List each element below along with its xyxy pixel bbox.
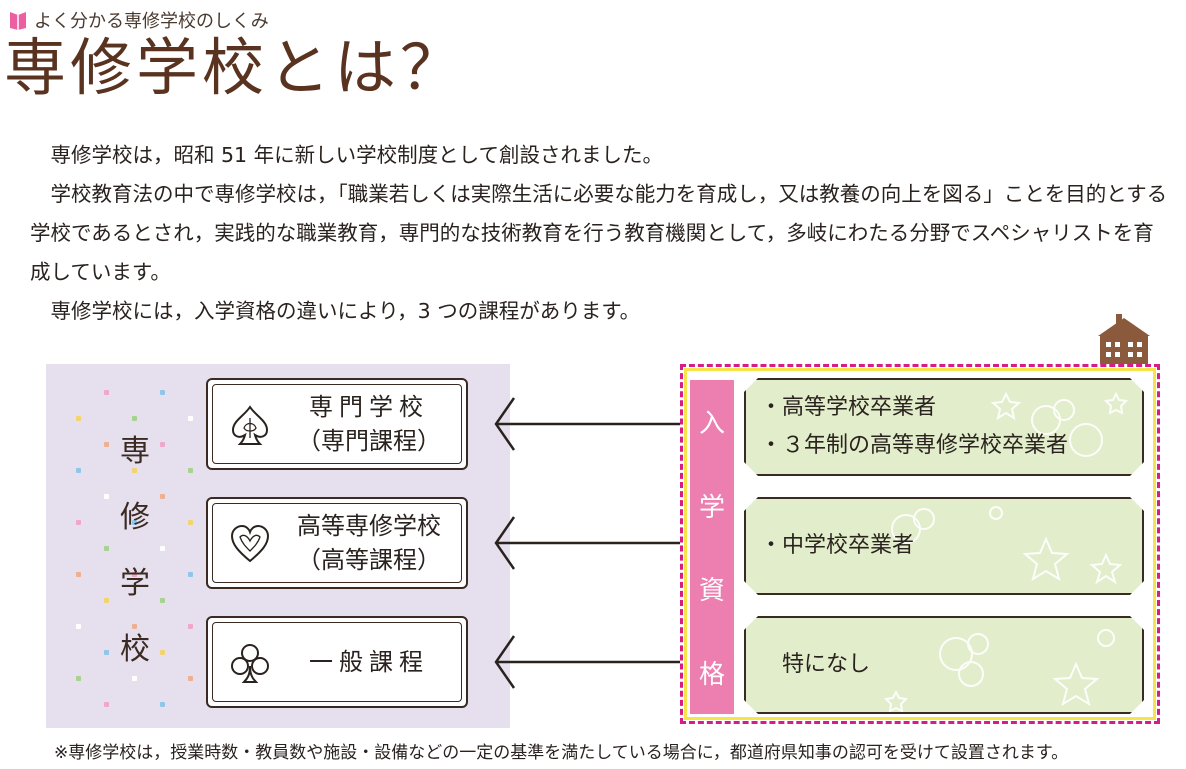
header-subtitle-row: よく分かる専修学校のしくみ [8, 8, 269, 32]
requirement-box-senmon: ・高等学校卒業者 ・３年制の高等専修学校卒業者 [744, 378, 1144, 476]
confetti-dot [188, 468, 193, 473]
school-label-char: 専 [120, 434, 150, 469]
requirement-item: ・高等学校卒業者 [760, 395, 937, 420]
requirement-box-ippan: 特になし [744, 616, 1144, 714]
confetti-dot [132, 624, 137, 629]
requirement-box-koutou: ・中学校卒業者 [744, 497, 1144, 595]
intro-paragraph-3: 専修学校には，入学資格の違いにより，3 つの課程があります。 [50, 299, 641, 323]
course-text: 高等専修学校 （高等課程） [282, 499, 456, 587]
footnote: ※専修学校は，授業時数・教員数や施設・設備などの一定の基準を満たしている場合に，… [54, 743, 1069, 763]
confetti-dot [104, 598, 109, 603]
confetti-dot [188, 676, 193, 681]
confetti-dot [104, 494, 109, 499]
confetti-dot [160, 650, 165, 655]
confetti-dot [104, 442, 109, 447]
confetti-dot [132, 468, 137, 473]
course-name: 高等専修学校 [297, 512, 441, 540]
requirement-list: 特になし [782, 618, 1132, 712]
requirement-label-char: 学 [698, 492, 725, 523]
confetti-dot [188, 624, 193, 629]
school-label-char: 校 [120, 632, 150, 667]
confetti-dot [188, 520, 193, 525]
course-box-senmon: 専門学校 （専門課程） [206, 378, 468, 470]
requirement-item: ・中学校卒業者 [760, 533, 915, 558]
club-icon [231, 644, 269, 683]
flower-decoration-icon [746, 618, 1144, 714]
confetti-dot [160, 442, 165, 447]
course-type: （高等課程） [297, 546, 441, 574]
confetti-dot [104, 390, 109, 395]
confetti-dot [76, 416, 81, 421]
requirement-band: 入 学 資 格 [690, 380, 734, 714]
confetti-dot [76, 520, 81, 525]
confetti-dot [160, 546, 165, 551]
course-text: 一般課程 [282, 618, 456, 706]
confetti-dot [188, 572, 193, 577]
course-name: 一般課程 [309, 648, 429, 676]
flower-decoration-icon [746, 380, 1144, 476]
intro-paragraph-1: 専修学校は，昭和 51 年に新しい学校制度として創設されました。 [50, 143, 664, 167]
requirement-item: 特になし [782, 652, 871, 677]
confetti-dot [132, 572, 137, 577]
requirement-list: ・中学校卒業者 [760, 499, 1132, 593]
course-box-ippan: 一般課程 [206, 616, 468, 708]
course-box-koutou: 高等専修学校 （高等課程） [206, 497, 468, 589]
confetti-dot [132, 676, 137, 681]
requirement-label-char: 格 [698, 659, 725, 690]
requirement-item: ・３年制の高等専修学校卒業者 [760, 433, 1069, 458]
confetti-dot [76, 676, 81, 681]
confetti-dot [76, 572, 81, 577]
book-icon [10, 12, 26, 30]
intro-paragraph-2: 学校教育法の中で専修学校は，「職業若しくは実際生活に必要な能力を育成し，又は教養… [30, 182, 1168, 284]
course-text: 専門学校 （専門課程） [282, 380, 456, 468]
school-label-char: 修 [120, 500, 150, 535]
confetti-dot [160, 390, 165, 395]
confetti-dot [76, 624, 81, 629]
heart-icon [230, 524, 270, 563]
confetti-dot [104, 702, 109, 707]
intro-text: 専修学校は，昭和 51 年に新しい学校制度として創設されました。 学校教育法の中… [30, 136, 1170, 331]
spade-icon [231, 405, 269, 445]
course-type: （専門課程） [297, 427, 441, 455]
requirement-list: ・高等学校卒業者 ・３年制の高等専修学校卒業者 [760, 380, 1132, 474]
confetti-dot [160, 702, 165, 707]
requirement-label-char: 資 [698, 576, 725, 607]
confetti-dot [160, 494, 165, 499]
flower-decoration-icon [746, 499, 1144, 595]
school-building-icon [1098, 314, 1150, 364]
arrow-to-koutou [494, 516, 680, 570]
confetti-dot [132, 416, 137, 421]
requirement-label-char: 入 [698, 409, 725, 440]
confetti-dot [76, 468, 81, 473]
confetti-dot [132, 520, 137, 525]
arrow-to-senmon [494, 397, 680, 451]
confetti-dot [160, 598, 165, 603]
confetti-dot [104, 650, 109, 655]
confetti-dot [188, 416, 193, 421]
header-subtitle: よく分かる専修学校のしくみ [34, 11, 269, 32]
school-vertical-label: 専 修 学 校 [110, 430, 160, 694]
course-name: 専門学校 [309, 393, 429, 421]
page-title: 専修学校とは？ [4, 31, 467, 104]
school-label-char: 学 [120, 566, 150, 601]
arrow-to-ippan [494, 635, 680, 689]
confetti-dot [104, 546, 109, 551]
